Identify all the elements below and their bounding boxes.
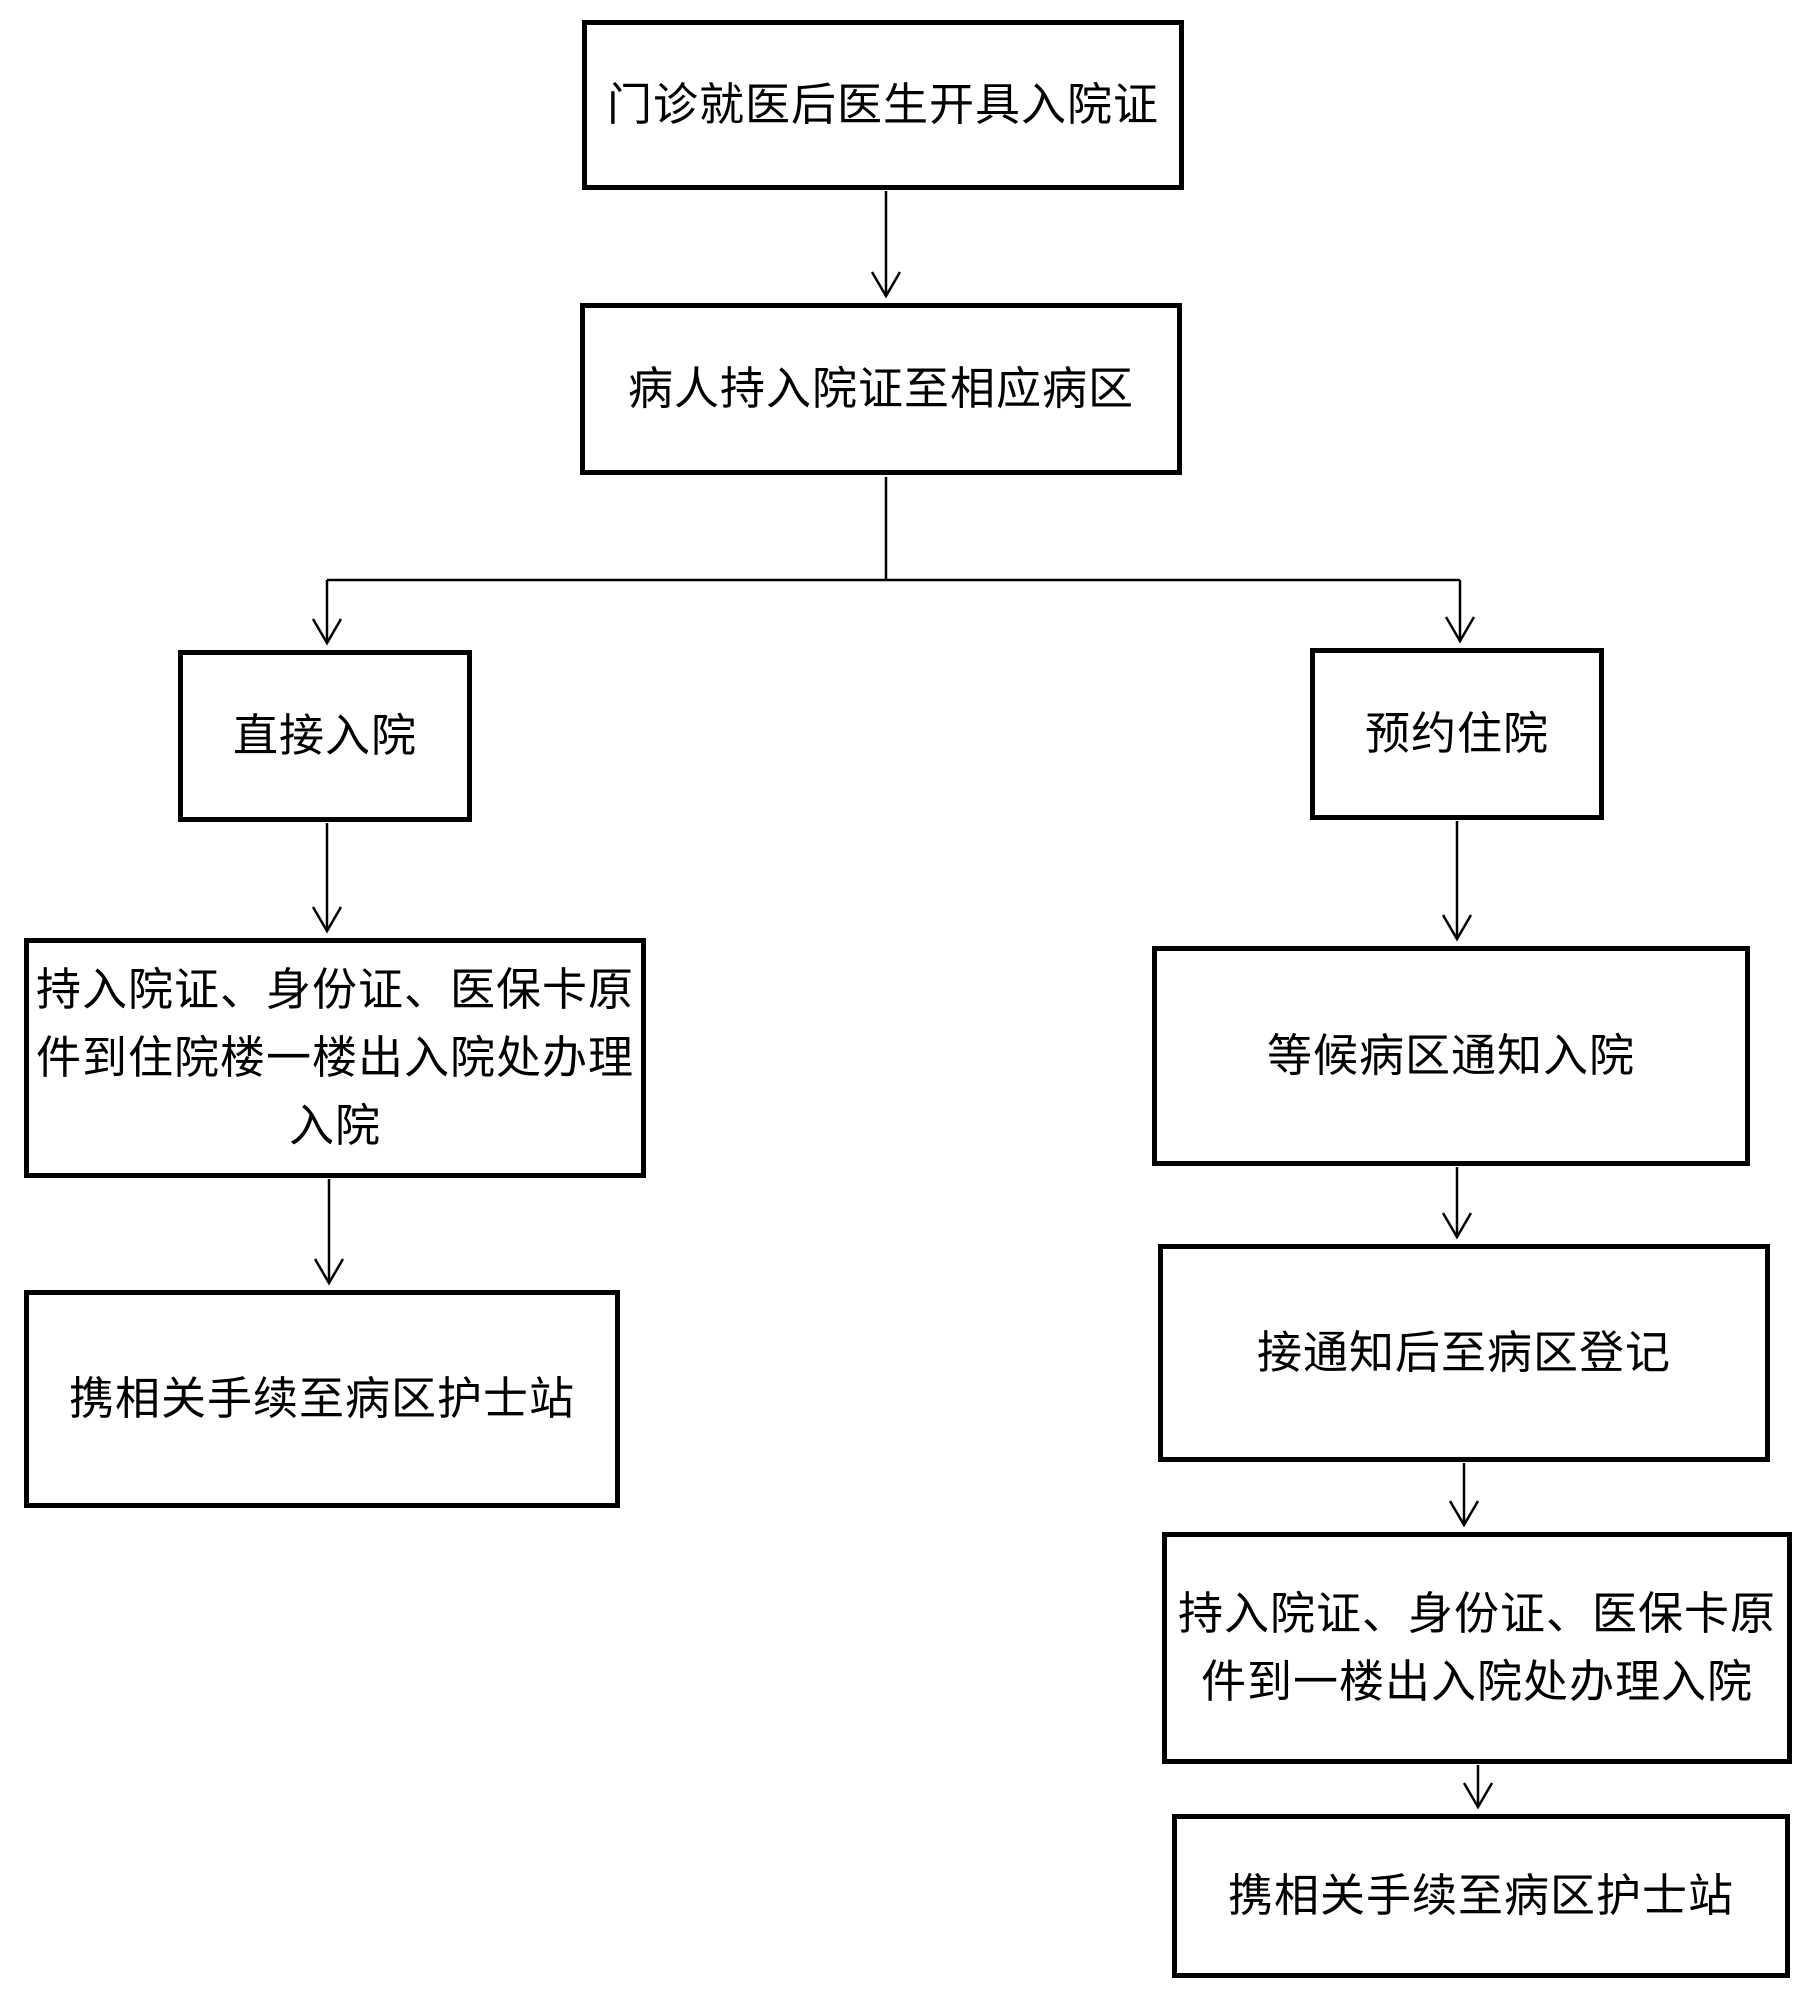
- flow-node-direct-nurse-station: 携相关手续至病区护士站: [24, 1290, 620, 1508]
- flow-node-label: 门诊就医后医生开具入院证: [606, 80, 1159, 130]
- flow-node-label: 持入院证、身份证、医保卡原 件到住院楼一楼出入院处办理 入院: [35, 965, 634, 1151]
- flow-node-direct-process: 持入院证、身份证、医保卡原 件到住院楼一楼出入院处办理 入院: [24, 938, 646, 1178]
- flow-node-to-ward: 病人持入院证至相应病区: [580, 303, 1182, 475]
- flow-node-label: 等候病区通知入院: [1266, 1031, 1635, 1081]
- flow-node-label: 直接入院: [232, 711, 417, 761]
- flow-node-outpatient-cert: 门诊就医后医生开具入院证: [582, 20, 1184, 190]
- flow-node-label: 携相关手续至病区护士站: [68, 1374, 575, 1424]
- flow-node-reserve-process: 持入院证、身份证、医保卡原 件到一楼出入院处办理入院: [1162, 1532, 1792, 1764]
- flow-node-reserve-admit: 预约住院: [1310, 648, 1604, 820]
- flow-node-direct-admit: 直接入院: [178, 650, 472, 822]
- flow-node-label: 病人持入院证至相应病区: [627, 364, 1134, 414]
- flow-node-label: 持入院证、身份证、医保卡原 件到一楼出入院处办理入院: [1177, 1589, 1776, 1707]
- flow-node-label: 预约住院: [1364, 709, 1549, 759]
- flow-node-label: 接通知后至病区登记: [1256, 1328, 1671, 1378]
- flow-node-label: 携相关手续至病区护士站: [1227, 1871, 1734, 1921]
- flow-node-wait-notice: 等候病区通知入院: [1152, 946, 1750, 1166]
- flow-node-reserve-nurse-station: 携相关手续至病区护士站: [1172, 1814, 1790, 1978]
- flow-node-ward-register: 接通知后至病区登记: [1158, 1244, 1770, 1462]
